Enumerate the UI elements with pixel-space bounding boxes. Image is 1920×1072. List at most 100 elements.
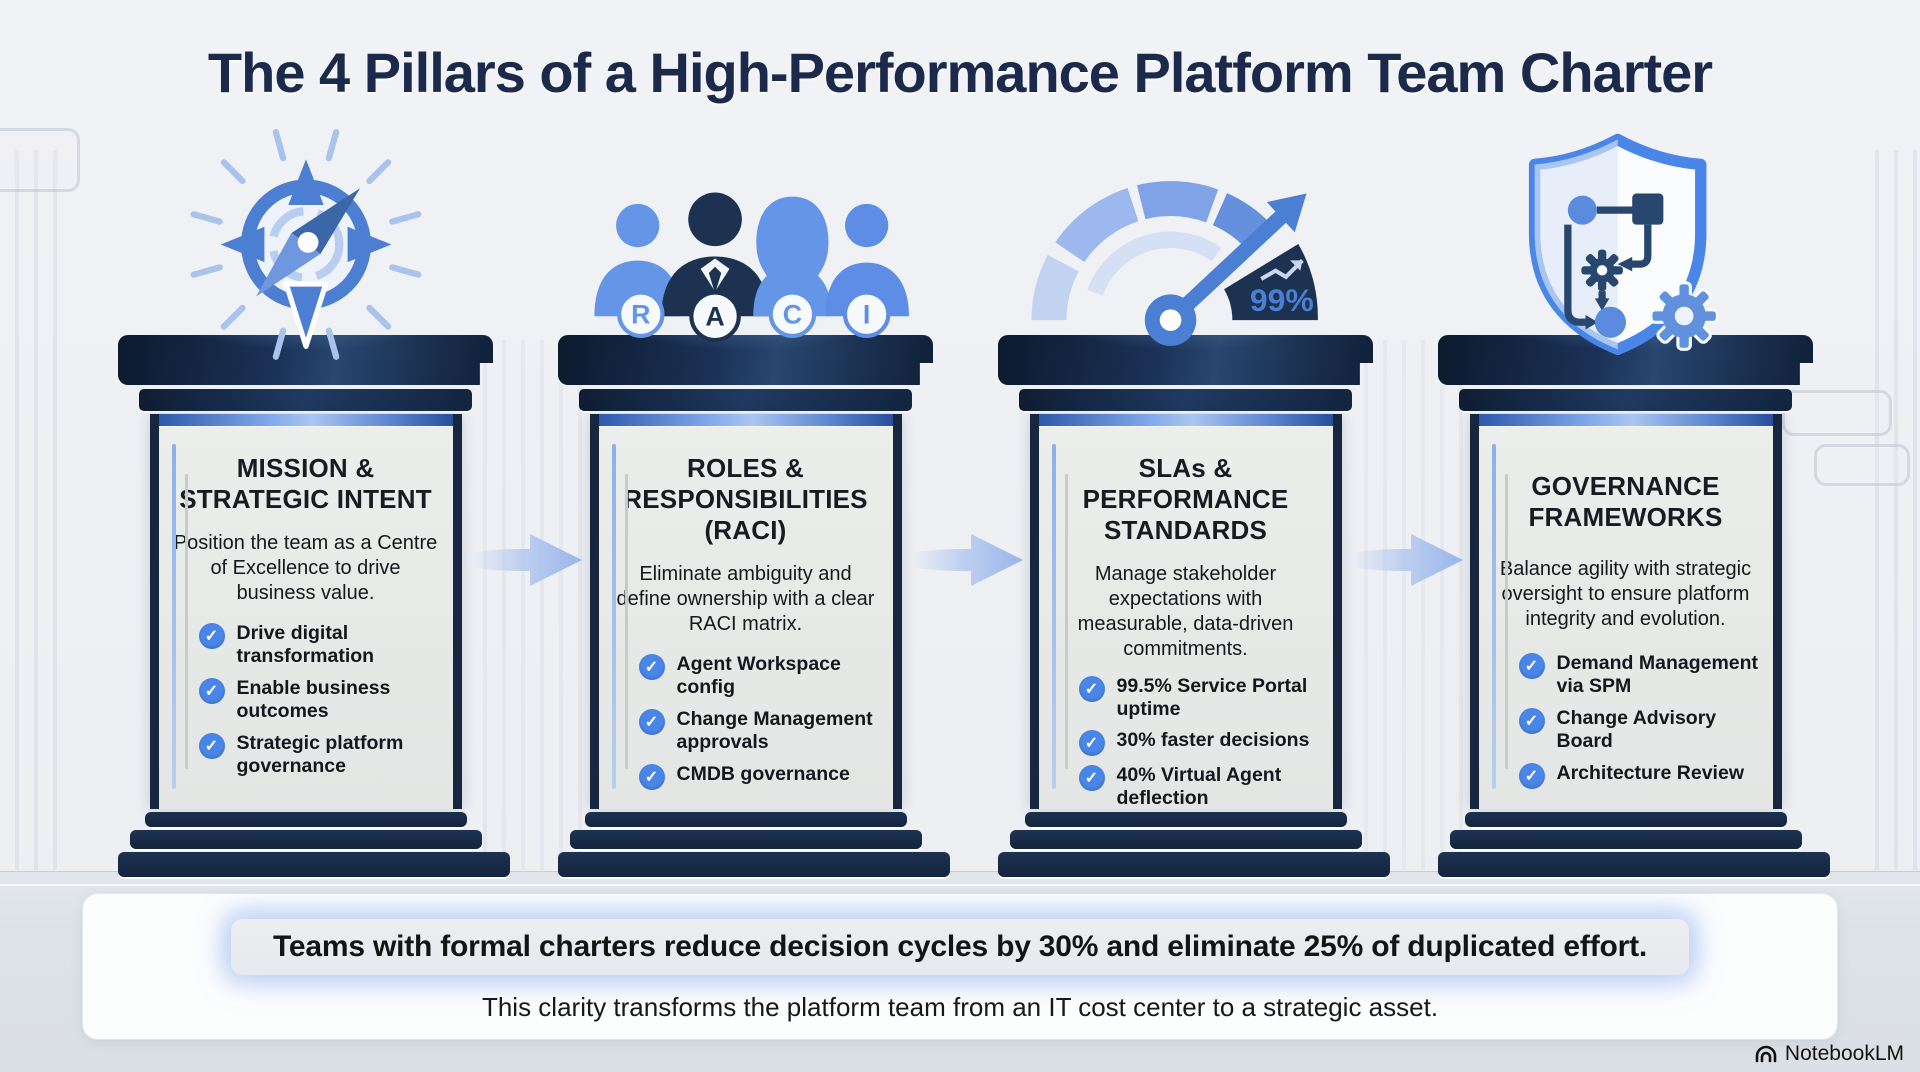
list-item: ✓ Drive digital transformation — [198, 622, 453, 668]
bullet-text: Strategic platform governance — [236, 732, 404, 777]
list-item: ✓ CMDB governance — [638, 763, 893, 790]
raci-letter-a: A — [705, 302, 724, 332]
pillar-governance: GOVERNANCE FRAMEWORKS Balance agility wi… — [1438, 133, 1830, 877]
shaft-accent-line — [171, 444, 176, 789]
pillar-capital-lower — [1018, 389, 1353, 411]
list-item: ✓ Strategic platform governance — [198, 732, 453, 778]
pillar-capital — [998, 335, 1373, 385]
bullet-text: 40% Virtual Agent deflection — [1116, 764, 1282, 809]
bullet-list: ✓ Agent Workspace config ✓ Change Manageme… — [638, 653, 893, 790]
watermark: NotebookLM — [1754, 1042, 1904, 1066]
shield-icon — [1438, 133, 1813, 355]
watermark-label: NotebookLM — [1784, 1042, 1904, 1065]
bullet-list: ✓ 99.5% Service Portal uptime ✓ 30% faster… — [1078, 675, 1333, 810]
ghost-block-3 — [0, 128, 80, 192]
bullet-text: CMDB governance — [676, 763, 850, 785]
right-arrow-icon — [909, 534, 1023, 586]
gauge-value-label: 99% — [1249, 282, 1313, 318]
shaft-top-strip — [598, 414, 893, 427]
bullet-text: Change Advisory Board — [1556, 707, 1717, 752]
pillar-title: SLAs & PERFORMANCE STANDARDS — [1082, 453, 1289, 545]
background-flutes-gap3 — [1349, 340, 1469, 870]
bullet-list: ✓ Drive digital transformation ✓ Enable bu… — [198, 622, 453, 778]
summary-card: Teams with formal charters reduce decisi… — [82, 893, 1838, 1040]
bullet-text: Architecture Review — [1556, 762, 1745, 784]
page-title: The 4 Pillars of a High-Performance Plat… — [207, 41, 1713, 104]
shaft-accent-line-2 — [1504, 474, 1508, 769]
bullet-text: 99.5% Service Portal uptime — [1116, 675, 1308, 720]
check-icon: ✓ — [1518, 708, 1545, 734]
pillar-capital-lower — [1458, 389, 1793, 411]
right-arrow-icon — [1349, 534, 1463, 586]
background-flutes-gap1 — [468, 340, 588, 870]
background-column-right — [1860, 150, 1920, 870]
stat-subtitle: This clarity transforms the platform tea… — [481, 992, 1439, 1022]
check-icon: ✓ — [1078, 765, 1105, 791]
pillar-description: Balance agility with strategic oversight… — [1499, 558, 1752, 630]
list-item: ✓Demand Management via SPM — [1518, 652, 1773, 698]
ghost-block-2 — [1814, 444, 1910, 486]
raci-letter-r: R — [631, 300, 650, 330]
shaft-accent-line-2 — [184, 474, 188, 769]
check-icon: ✓ — [1078, 676, 1105, 702]
bullet-text: Demand Management via SPM — [1556, 652, 1759, 697]
pillar-shaft: GOVERNANCE FRAMEWORKS Balance agility wi… — [1469, 414, 1782, 809]
pillar-capital — [558, 335, 933, 385]
bullet-text: Enable business outcomes — [236, 677, 391, 722]
bullet-list: ✓Demand Management via SPM ✓Change Advis… — [1518, 652, 1773, 789]
bullet-text: Drive digital transformation — [236, 622, 375, 667]
check-icon: ✓ — [198, 623, 225, 649]
pillar-description: Eliminate ambiguity and define ownership… — [616, 563, 875, 635]
shaft-accent-line — [611, 444, 616, 789]
pillar-base — [1449, 830, 1802, 849]
pillar-base — [569, 830, 922, 849]
check-icon: ✓ — [638, 654, 665, 680]
pillar-capital-lower — [578, 389, 913, 411]
raci-people-icon: R A C I — [558, 140, 933, 343]
shaft-top-strip — [158, 414, 453, 427]
pillar-shaft: SLAs & PERFORMANCE STANDARDS Manage stak… — [1029, 414, 1342, 810]
bullet-text: Agent Workspace config — [676, 653, 841, 698]
shaft-accent-line — [1051, 444, 1056, 789]
stat-banner: Teams with formal charters reduce decisi… — [230, 919, 1690, 975]
notebooklm-logo-icon — [1755, 1045, 1777, 1063]
pillar-base — [1438, 852, 1830, 877]
pillar-base — [558, 852, 950, 877]
pillar-shaft: ROLES & RESPONSIBILITIES (RACI) Eliminat… — [589, 414, 902, 809]
bullet-text: Change Management approvals — [676, 708, 873, 753]
pillar-capital-lower — [138, 389, 473, 411]
list-item: ✓ Change Advisory Board — [1518, 707, 1773, 753]
pillar-title: GOVERNANCE FRAMEWORKS — [1528, 471, 1723, 532]
check-icon: ✓ — [638, 709, 665, 735]
floor-highlight-line — [0, 884, 1920, 886]
check-icon: ✓ — [1518, 763, 1545, 789]
pillar-title: MISSION & STRATEGIC INTENT — [179, 453, 432, 514]
shaft-accent-line-2 — [1064, 474, 1068, 769]
check-icon: ✓ — [198, 678, 225, 704]
pillar-description: Position the team as a Centre of Excelle… — [173, 532, 438, 604]
bullet-text: 30% faster decisions — [1116, 729, 1310, 751]
raci-letter-i: I — [862, 300, 869, 330]
pillar-base — [1024, 812, 1347, 827]
pillar-roles: R A C I ROLES & RESPONSIBILITIES (RACI) — [558, 140, 950, 877]
list-item: ✓ Agent Workspace config — [638, 653, 893, 699]
pillar-base — [118, 852, 510, 877]
pillar-base — [129, 830, 482, 849]
check-icon: ✓ — [638, 764, 665, 790]
gauge-icon: 99% — [998, 140, 1373, 346]
background-column-left — [0, 150, 70, 870]
ghost-block-1 — [1782, 390, 1892, 436]
pillar-description: Manage stakeholder expectations with mea… — [1077, 563, 1294, 660]
check-icon: ✓ — [1078, 730, 1105, 756]
compass-icon — [118, 129, 493, 360]
check-icon: ✓ — [198, 733, 225, 759]
pillar-title: ROLES & RESPONSIBILITIES (RACI) — [623, 453, 868, 545]
pillar-shaft: MISSION & STRATEGIC INTENT Position the … — [149, 414, 462, 809]
shaft-top-strip — [1038, 414, 1333, 427]
shaft-accent-line-2 — [624, 474, 628, 769]
shaft-top-strip — [1478, 414, 1773, 427]
pillar-slas: 99% SLAs & PERFORMANCE STANDARDS Manage … — [998, 140, 1390, 877]
pillar-mission: MISSION & STRATEGIC INTENT Position the … — [118, 129, 510, 877]
list-item: ✓ 99.5% Service Portal uptime — [1078, 675, 1333, 721]
